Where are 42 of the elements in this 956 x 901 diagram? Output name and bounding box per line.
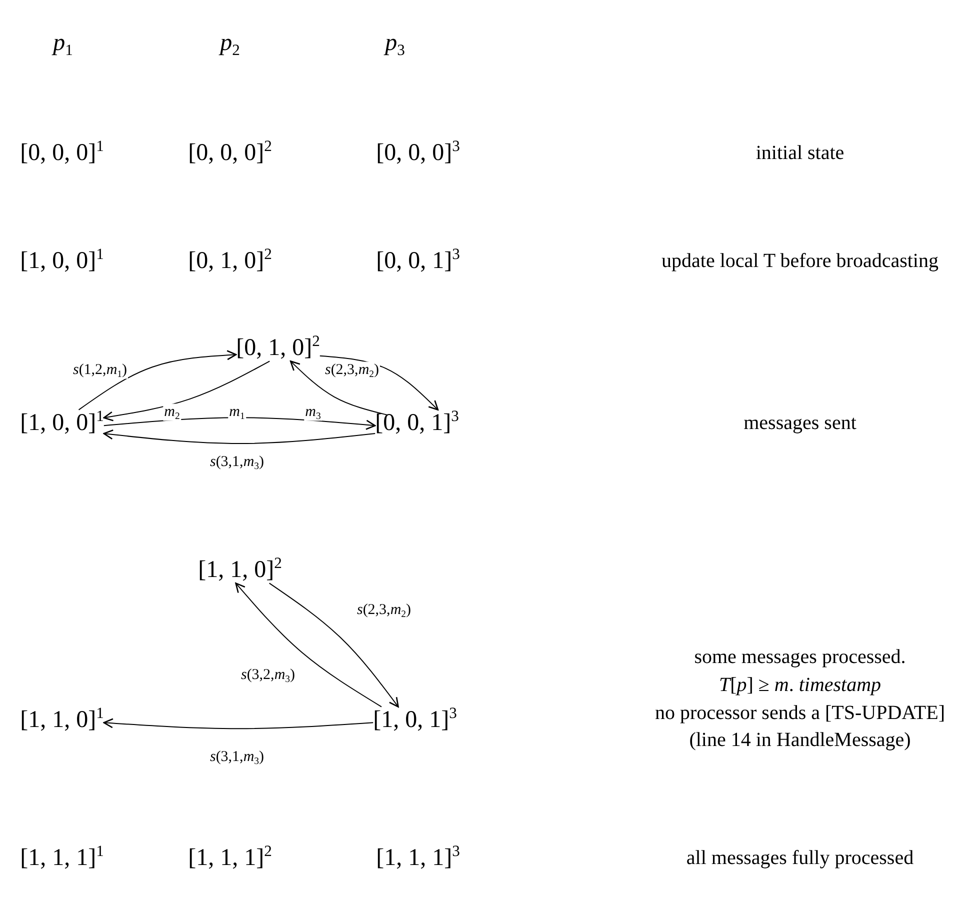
annotation: (line 14 in HandleMessage) bbox=[689, 729, 911, 751]
annotation: initial state bbox=[756, 142, 844, 164]
state-vector: [1, 0, 0]$^{1}$ bbox=[20, 410, 104, 436]
annotation: no processor sends a [TS-UPDATE] bbox=[655, 702, 945, 724]
state-vector: [1, 0, 0]$^{1}$ bbox=[20, 248, 104, 274]
edge-label: s(3,2,m$_{3}$) bbox=[240, 666, 296, 684]
arrow bbox=[78, 350, 237, 410]
state-vector: [0, 0, 0]$^{2}$ bbox=[188, 140, 272, 166]
arrow bbox=[103, 360, 270, 422]
arrow bbox=[290, 360, 388, 416]
state-vector: [0, 0, 1]$^{3}$ bbox=[375, 410, 459, 436]
edge-label: s(3,1,m$_{3}$) bbox=[208, 454, 266, 470]
edge-label: m$_{2}$ bbox=[163, 404, 181, 420]
edge-label: s(2,3,m$_{2}$) bbox=[356, 602, 412, 618]
arrow bbox=[319, 355, 439, 410]
state-vector: [1, 1, 0]$^{1}$ bbox=[20, 706, 104, 734]
state-vector: [0, 1, 0]$^{2}$ bbox=[188, 248, 272, 274]
arrow bbox=[268, 582, 399, 708]
edge-label: s(1,2,m$_{1}$) bbox=[72, 362, 128, 378]
process-label: p$_{3}$ bbox=[385, 30, 405, 56]
state-vector: [0, 0, 0]$^{1}$ bbox=[20, 140, 104, 166]
edge-label: s(3,1,m$_{3}$) bbox=[208, 748, 266, 766]
state-vector: [1, 1, 0]$^{2}$ bbox=[198, 556, 282, 584]
arrow bbox=[103, 417, 376, 430]
edge-label: s(2,3,m$_{2}$) bbox=[324, 362, 380, 378]
arrow bbox=[235, 582, 382, 708]
annotation: all messages fully processed bbox=[686, 847, 914, 869]
state-vector: [0, 0, 0]$^{3}$ bbox=[376, 140, 460, 166]
process-label: p$_{1}$ bbox=[53, 30, 73, 56]
arrow bbox=[103, 718, 374, 730]
state-vector: [1, 1, 1]$^{1}$ bbox=[20, 844, 104, 872]
state-vector: [1, 1, 1]$^{2}$ bbox=[188, 844, 272, 872]
state-vector: [0, 1, 0]$^{2}$ bbox=[236, 334, 320, 362]
annotation: some messages processed. bbox=[694, 646, 906, 668]
process-label: p$_{2}$ bbox=[220, 30, 240, 56]
annotation: messages sent bbox=[744, 412, 856, 434]
state-vector: [1, 1, 1]$^{3}$ bbox=[376, 844, 460, 872]
annotation: T[p] ≥ m. timestamp bbox=[718, 674, 882, 696]
annotation: update local T before broadcasting bbox=[662, 250, 938, 272]
arrow bbox=[103, 430, 376, 444]
state-vector: [1, 0, 1]$^{3}$ bbox=[373, 706, 457, 734]
state-vector: [0, 0, 1]$^{3}$ bbox=[376, 248, 460, 274]
